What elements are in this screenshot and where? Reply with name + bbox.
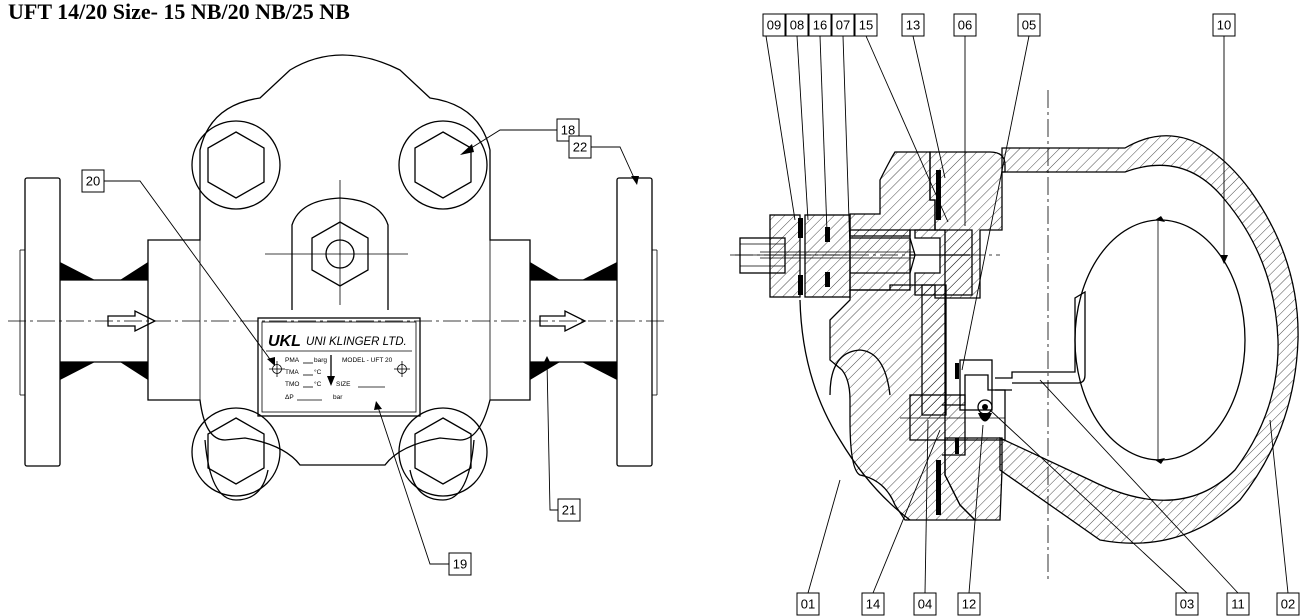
svg-text:TMA: TMA — [285, 369, 299, 376]
svg-text:13: 13 — [906, 18, 920, 33]
nameplate-company: UNI KLINGER LTD. — [306, 336, 407, 348]
elevation-view: UKL UNI KLINGER LTD. PMA barg TMA °C TMO… — [8, 54, 665, 576]
float-arm — [995, 290, 1086, 384]
outlet-flow-arrow — [539, 309, 587, 333]
callout-21: 21 — [557, 498, 581, 522]
svg-text:03: 03 — [1180, 597, 1194, 612]
callout-13: 13 — [901, 13, 925, 37]
callout-05: 05 — [1017, 13, 1041, 37]
svg-text:18: 18 — [561, 123, 575, 138]
center-plug — [265, 180, 408, 310]
svg-text:barg: barg — [314, 357, 327, 364]
callout-02: 02 — [1276, 592, 1300, 616]
callout-22: 22 — [568, 135, 592, 159]
drawing-title: UFT 14/20 Size- 15 NB/20 NB/25 NB — [8, 0, 350, 24]
callout-09: 09 — [762, 13, 786, 37]
body-section — [849, 151, 936, 237]
valve-seat-assembly — [900, 359, 1006, 456]
svg-text:08: 08 — [790, 18, 804, 33]
top-right-bolt — [398, 120, 488, 210]
svg-text:21: 21 — [562, 503, 576, 518]
svg-text:07: 07 — [836, 18, 850, 33]
svg-text:06: 06 — [958, 18, 972, 33]
svg-text:MODEL - UFT 20: MODEL - UFT 20 — [342, 357, 393, 364]
svg-text:02: 02 — [1281, 597, 1295, 612]
svg-text:14: 14 — [866, 597, 880, 612]
svg-text:ΔP: ΔP — [285, 394, 294, 401]
top-left-bolt — [191, 120, 281, 210]
bottom-right-bolt — [398, 407, 488, 497]
inlet-flow-arrow — [107, 309, 157, 333]
svg-text:05: 05 — [1022, 18, 1036, 33]
callout-19: 19 — [448, 552, 472, 576]
callout-01: 01 — [796, 592, 820, 616]
callout-16: 16 — [808, 13, 832, 37]
callout-10: 10 — [1212, 13, 1236, 37]
svg-text:01: 01 — [801, 597, 815, 612]
float-ball — [1074, 219, 1246, 461]
bottom-left-bolt — [191, 407, 281, 497]
callout-15: 15 — [854, 13, 878, 37]
nameplate: UKL UNI KLINGER LTD. PMA barg TMA °C TMO… — [257, 317, 421, 417]
svg-text:04: 04 — [918, 597, 932, 612]
float-chamber-shell — [999, 135, 1299, 544]
right-pipe — [530, 262, 617, 380]
svg-text:10: 10 — [1217, 18, 1231, 33]
svg-text:12: 12 — [962, 597, 976, 612]
svg-text:15: 15 — [859, 18, 873, 33]
svg-text:19: 19 — [453, 557, 467, 572]
section-view: 09 08 16 07 15 13 06 05 10 01 14 04 12 0… — [730, 13, 1300, 616]
adjusting-stem — [730, 214, 916, 298]
nameplate-logo: UKL — [268, 333, 301, 350]
svg-text:bar: bar — [333, 394, 343, 401]
callout-08: 08 — [785, 13, 809, 37]
svg-text:16: 16 — [813, 18, 827, 33]
callout-04: 04 — [913, 592, 937, 616]
callout-07: 07 — [831, 13, 855, 37]
callout-06: 06 — [953, 13, 977, 37]
svg-text:°C: °C — [314, 380, 322, 388]
left-pipe — [60, 262, 148, 380]
svg-text:22: 22 — [573, 140, 587, 155]
svg-text:PMA: PMA — [285, 357, 300, 364]
right-flange — [616, 177, 653, 467]
svg-text:SIZE: SIZE — [336, 381, 351, 388]
svg-text:20: 20 — [86, 174, 100, 189]
inner-dome — [829, 349, 891, 396]
callout-11: 11 — [1226, 592, 1250, 616]
svg-text:11: 11 — [1231, 597, 1245, 612]
left-flange — [24, 177, 61, 467]
svg-text:°C: °C — [314, 368, 322, 376]
callout-03: 03 — [1175, 592, 1199, 616]
callout-12: 12 — [957, 592, 981, 616]
callout-20: 20 — [81, 169, 105, 193]
trap-body-outline — [147, 54, 531, 466]
callout-14: 14 — [861, 592, 885, 616]
svg-text:TMO: TMO — [285, 381, 299, 388]
svg-text:09: 09 — [767, 18, 781, 33]
